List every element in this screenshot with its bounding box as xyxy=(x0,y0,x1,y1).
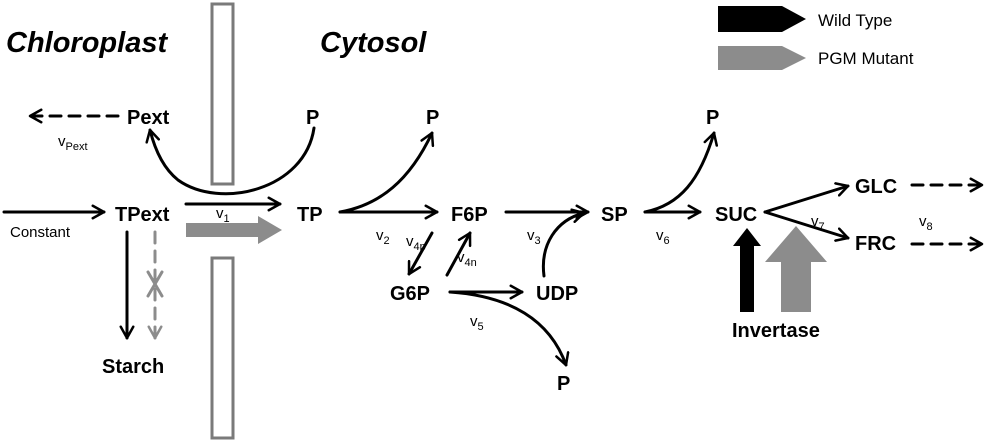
rate-v2: v2 xyxy=(376,227,390,247)
membrane-lower xyxy=(210,256,235,440)
node-f6p: F6P xyxy=(451,204,488,226)
node-sp: SP xyxy=(601,204,628,226)
arrow-v4n xyxy=(445,231,472,277)
rate-v3: v3 xyxy=(527,227,541,247)
label-invertase: Invertase xyxy=(732,320,820,342)
cytosol-title: Cytosol xyxy=(320,27,427,59)
node-p-tp: P xyxy=(306,107,319,129)
membrane-upper xyxy=(210,2,235,186)
legend-pgm-mutant-label: PGM Mutant xyxy=(818,49,914,68)
arrow-udp-to-sp xyxy=(541,208,586,278)
blocked-cross-icon xyxy=(146,270,164,298)
node-suc: SUC xyxy=(715,204,757,226)
arrow-v1-pgm-mutant xyxy=(186,216,282,244)
legend-pgm-mutant-swatch xyxy=(718,46,806,70)
arrow-suc-to-glc xyxy=(763,182,850,214)
node-glc: GLC xyxy=(855,176,897,198)
rate-v1: v1 xyxy=(216,205,230,225)
rate-v8: v8 xyxy=(919,213,933,233)
rate-v7: v7 xyxy=(811,213,825,233)
node-p-g6p: P xyxy=(557,373,570,395)
arrow-sp-to-p xyxy=(643,131,719,214)
rate-v-pext: vPext xyxy=(58,133,88,153)
node-p-cytosol: P xyxy=(426,107,439,129)
rate-v4n: v4n xyxy=(457,249,477,269)
arrow-g6p-to-p xyxy=(448,290,570,367)
arrow-p-to-pext xyxy=(145,126,316,196)
arrow-v4p xyxy=(407,231,434,276)
legend-wild-type-label: Wild Type xyxy=(818,11,892,30)
arrow-tp-to-p xyxy=(338,131,435,214)
rate-v5: v5 xyxy=(470,313,484,333)
rate-v6: v6 xyxy=(656,227,670,247)
node-pext: Pext xyxy=(127,107,170,129)
node-frc: FRC xyxy=(855,233,896,255)
node-starch: Starch xyxy=(102,356,164,378)
chloroplast-title: Chloroplast xyxy=(6,27,168,59)
arrow-suc-to-frc xyxy=(763,210,850,242)
legend-wild-type-swatch xyxy=(718,6,806,32)
node-tpext: TPext xyxy=(115,204,170,226)
label-constant: Constant xyxy=(10,224,71,241)
invertase-wild-type-arrow xyxy=(733,228,761,312)
node-tp: TP xyxy=(297,204,323,226)
node-g6p: G6P xyxy=(390,283,430,305)
invertase-pgm-mutant-arrow xyxy=(765,226,827,312)
node-udp: UDP xyxy=(536,283,578,305)
node-p-sp: P xyxy=(706,107,719,129)
